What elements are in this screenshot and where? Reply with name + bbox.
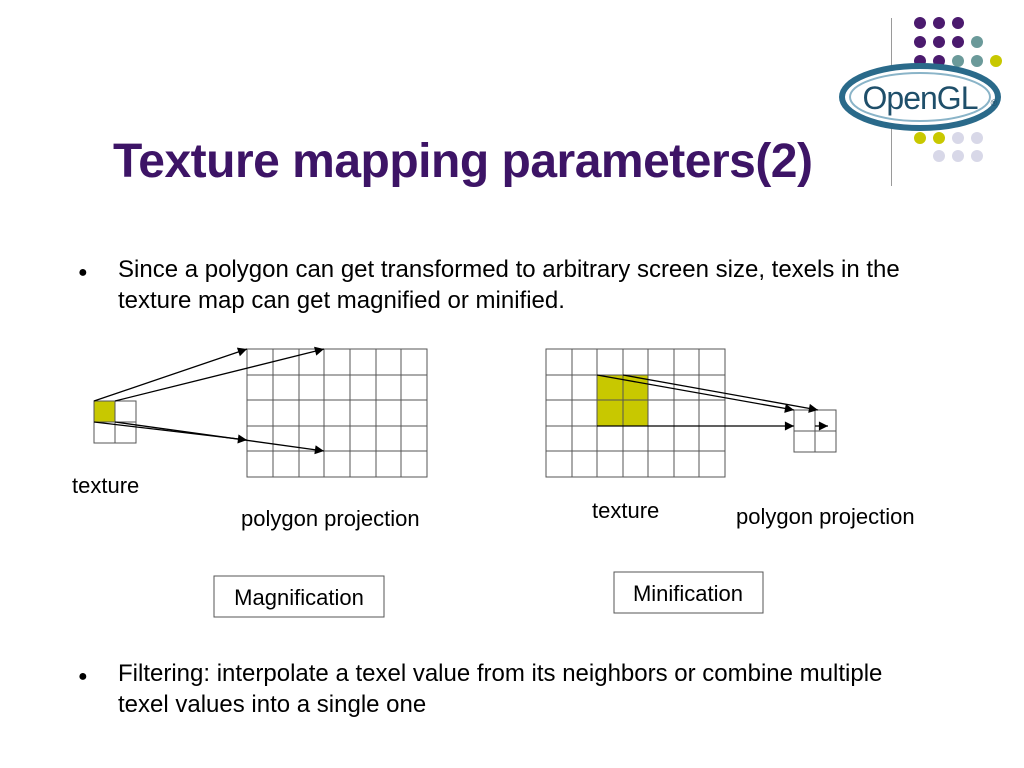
bullet-text-2: Filtering: interpolate a texel value fro… <box>118 660 883 718</box>
minification-texture-grid <box>545 348 726 478</box>
magnification-caption: Magnification <box>234 585 364 610</box>
minification-projection-grid <box>793 409 837 453</box>
slide-title: Texture mapping parameters(2) <box>113 135 813 188</box>
bullet-dot-icon: ● <box>78 264 88 281</box>
magnification-projection-label: polygon projection <box>241 506 420 531</box>
logo-wordmark: OpenGL <box>863 80 978 116</box>
decorative-dot-pattern <box>914 17 1002 162</box>
magnification-texture-label: texture <box>72 473 139 498</box>
opengl-logo: OpenGL ® <box>839 63 1001 131</box>
logo-registered-mark: ® <box>991 98 998 108</box>
arrow <box>622 374 819 413</box>
arrow <box>93 347 248 402</box>
magnification-caption-box: Magnification <box>213 575 385 618</box>
dot-row-6 <box>914 132 983 144</box>
arrow <box>114 346 325 402</box>
magnification-highlighted-texel <box>94 401 115 422</box>
magnification-arrows <box>93 346 325 455</box>
minification-arrows <box>596 374 828 431</box>
dot-row-2 <box>914 36 983 48</box>
minification-caption: Minification <box>633 581 743 606</box>
dot-row-1 <box>914 17 964 29</box>
minification-projection-label: polygon projection <box>736 504 915 529</box>
minification-caption-box: Minification <box>613 571 764 614</box>
dot-row-7 <box>933 150 983 162</box>
minification-texture-label: texture <box>592 498 659 523</box>
arrow <box>596 374 795 413</box>
magnification-projection-grid <box>246 348 428 478</box>
bullet-dot-icon: ● <box>78 668 88 685</box>
bullet-text-1: Since a polygon can get transformed to a… <box>118 256 900 314</box>
arrow <box>114 421 325 455</box>
